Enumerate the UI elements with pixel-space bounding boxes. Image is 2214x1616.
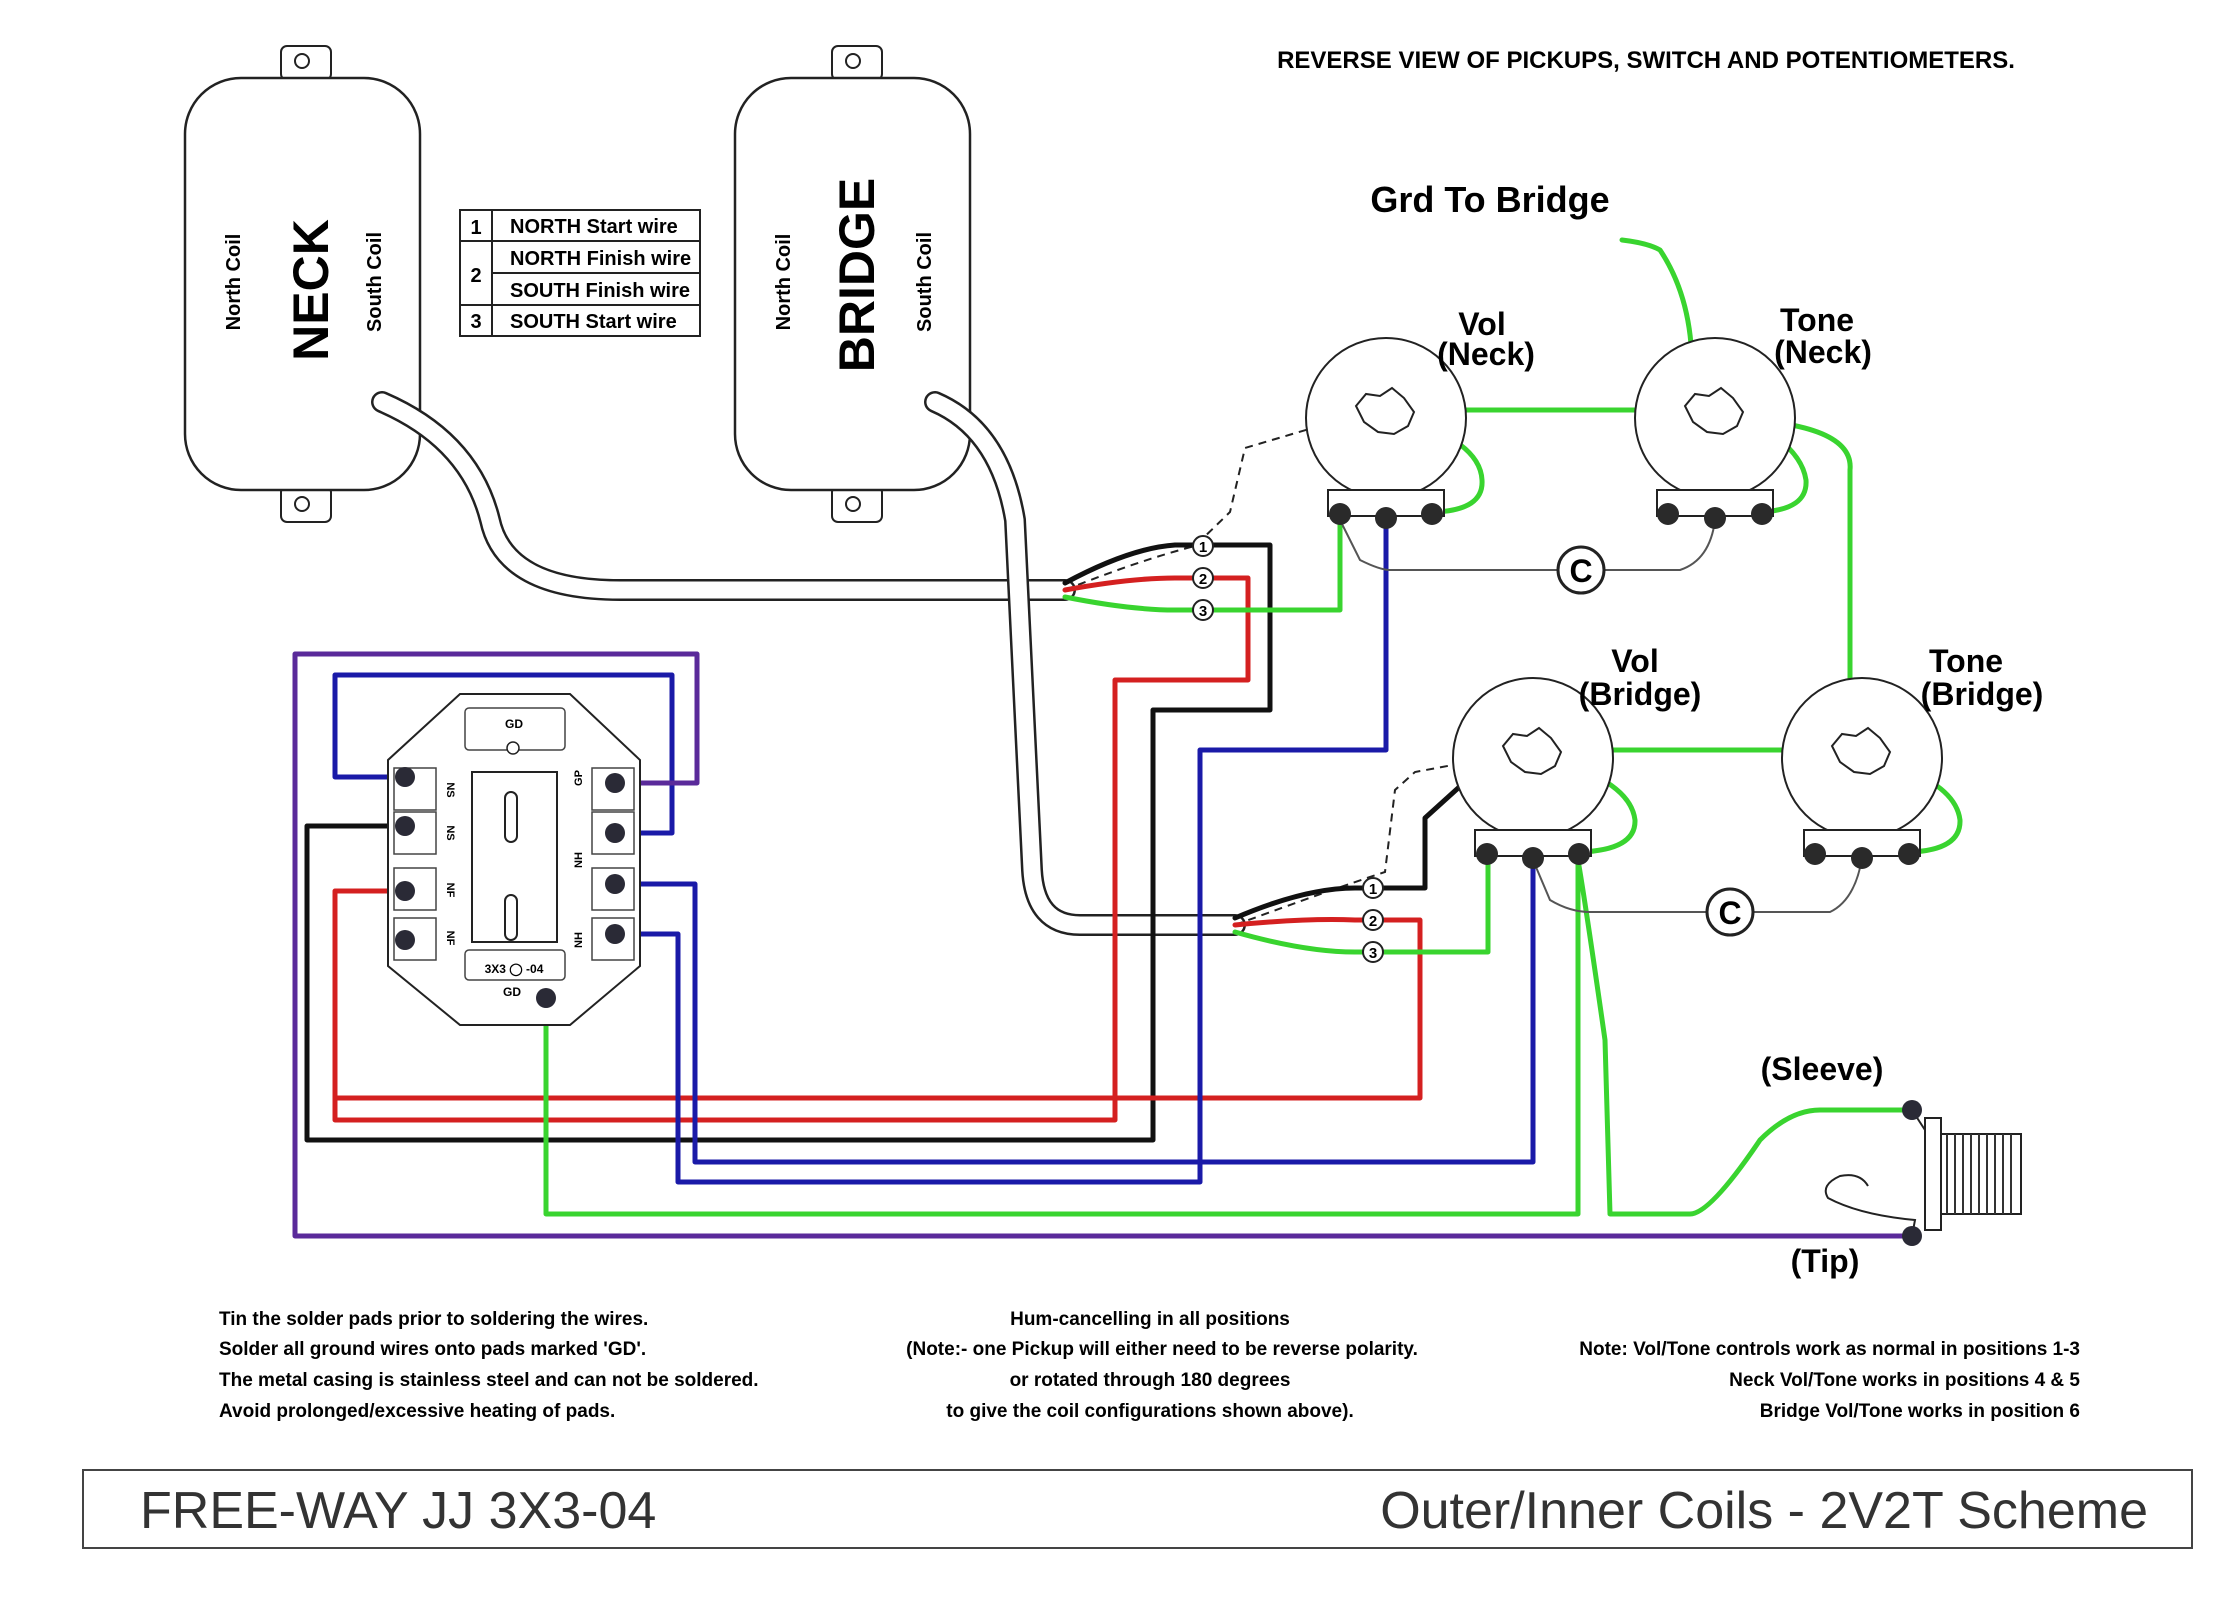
legend-num-3: 3 [470,311,481,333]
footer-title-right: Outer/Inner Coils - 2V2T Scheme [1380,1482,2148,1540]
switch-model-label: 3X3 ◯ -04 [485,962,544,977]
notes-left: Tin the solder pads prior to soldering t… [219,1309,759,1422]
note-center-3: or rotated through 180 degrees [1010,1370,1291,1391]
neck-marker-3: 3 [1199,603,1207,620]
neck-pickup-cable [371,391,1076,601]
note-left-2: Solder all ground wires onto pads marked… [219,1339,646,1360]
bridge-pickup-label: BRIDGE [829,178,885,372]
notes-right: Note: Vol/Tone controls work as normal i… [1579,1339,2080,1422]
switch-bottom-gd-label: GD [503,985,521,999]
bridge-pickup: BRIDGE North Coil South Coil [733,45,972,523]
freeway-switch: NS NS NF NF GP NH NH GD GD 3X3 ◯ -04 [387,693,641,1026]
ground-to-bridge-label: Grd To Bridge [1370,179,1609,220]
legend-label-north-start: NORTH Start wire [510,216,678,238]
note-left-3: The metal casing is stainless steel and … [219,1370,759,1391]
bridge-south-coil-label: South Coil [914,232,936,332]
tone-neck-label-2: (Neck) [1774,334,1872,370]
bridge-pickup-cable [924,391,1246,936]
note-center-1: Hum-cancelling in all positions [1010,1309,1290,1330]
jack-sleeve-label: (Sleeve) [1761,1051,1884,1087]
legend-label-north-finish: NORTH Finish wire [510,248,691,270]
vol-neck-label-2: (Neck) [1437,336,1535,372]
footer-title-left: FREE-WAY JJ 3X3-04 [140,1482,656,1540]
note-left-4: Avoid prolonged/excessive heating of pad… [219,1401,615,1422]
neck-north-coil-label: North Coil [223,234,245,331]
neck-south-coil-label: South Coil [364,232,386,332]
footer: FREE-WAY JJ 3X3-04 Outer/Inner Coils - 2… [82,1469,2193,1549]
pad-label-7: NH [573,932,585,948]
pad-label-5: GP [573,770,585,786]
bridge-marker-1: 1 [1369,881,1377,898]
switch-top-gd-label: GD [505,717,523,731]
legend-num-1: 1 [470,217,481,239]
vol-bridge-label-2: (Bridge) [1579,676,1702,712]
vol-bridge-pot [1452,677,1614,869]
bridge-pickup-body [733,76,972,492]
note-left-1: Tin the solder pads prior to soldering t… [219,1309,648,1330]
note-right-2: Neck Vol/Tone works in positions 4 & 5 [1729,1370,2080,1391]
note-center-4: to give the coil configurations shown ab… [946,1401,1353,1422]
header-title: REVERSE VIEW OF PICKUPS, SWITCH AND POTE… [1277,47,2015,74]
note-right-3: Bridge Vol/Tone works in position 6 [1760,1401,2080,1422]
legend-label-south-start: SOUTH Start wire [510,311,677,333]
pad-label-2: NS [444,825,456,840]
pad-label-4: NF [444,931,456,946]
bridge-capacitor: C [1705,887,1755,937]
pad-label-3: NF [444,883,456,898]
vol-neck-label-1: Vol [1458,306,1505,342]
vol-neck-pot [1305,337,1467,529]
bridge-marker-3: 3 [1369,945,1377,962]
tone-neck-pot [1634,337,1796,529]
neck-wire-markers: 1 2 3 [1192,535,1214,621]
legend-label-south-finish: SOUTH Finish wire [510,280,690,302]
neck-pickup-label: NECK [283,219,339,361]
notes-center: Hum-cancelling in all positions (Note:- … [906,1309,1418,1422]
pad-label-6: NH [573,852,585,868]
tone-bridge-pot [1781,677,1943,869]
neck-capacitor-label: C [1569,553,1592,589]
bridge-north-coil-label: North Coil [773,234,795,331]
bridge-wire-markers: 1 2 3 [1362,877,1384,963]
neck-pickup-body [183,76,422,492]
bridge-capacitor-label: C [1718,895,1741,931]
bridge-marker-2: 2 [1369,913,1377,930]
tone-bridge-label-1: Tone [1929,643,2003,679]
tone-bridge-label-2: (Bridge) [1921,676,2044,712]
neck-capacitor: C [1556,545,1606,595]
neck-marker-1: 1 [1199,539,1207,556]
neck-marker-2: 2 [1199,571,1207,588]
pad-label-1: NS [444,782,456,797]
neck-pickup: NECK North Coil South Coil [183,45,422,523]
note-right-1: Note: Vol/Tone controls work as normal i… [1579,1339,2080,1360]
tone-neck-label-1: Tone [1780,302,1854,338]
output-jack: (Sleeve) (Tip) [1761,1051,2022,1279]
note-center-2: (Note:- one Pickup will either need to b… [906,1339,1418,1360]
vol-bridge-label-1: Vol [1611,643,1658,679]
legend-num-2: 2 [470,265,481,287]
jack-tip-label: (Tip) [1791,1243,1860,1279]
wire-legend: 1 2 3 NORTH Start wire NORTH Finish wire… [459,209,701,337]
